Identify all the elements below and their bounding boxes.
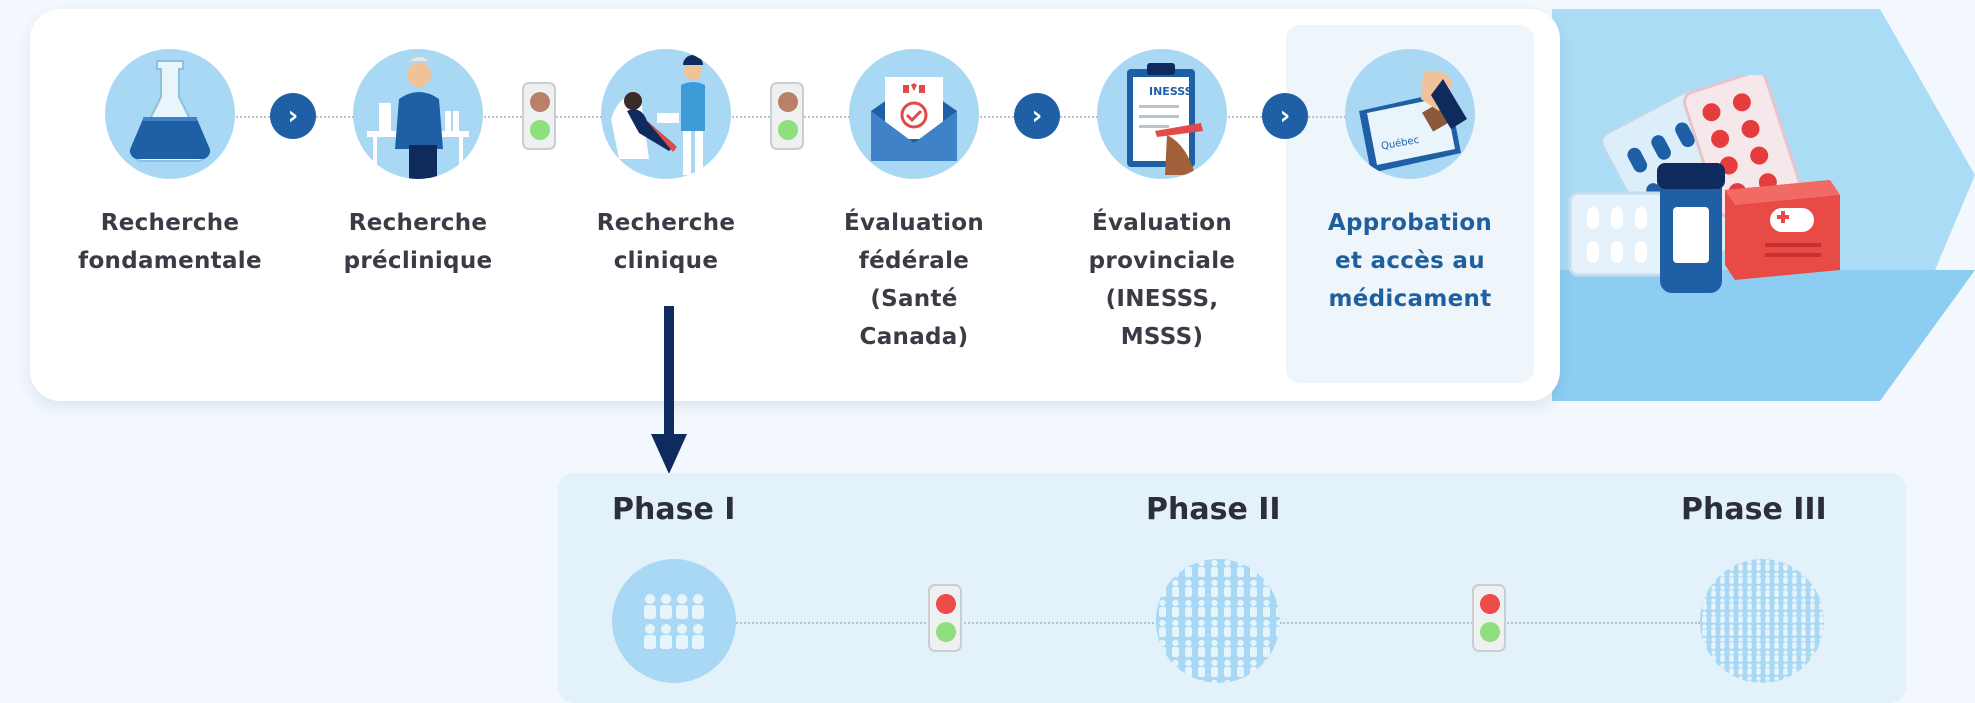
phase-title: Phase II bbox=[1146, 492, 1281, 527]
quebec-stamp-icon: Québec bbox=[1345, 49, 1475, 179]
traffic-light-icon bbox=[928, 584, 962, 652]
small-group-icon bbox=[612, 559, 736, 683]
canada-envelope-icon bbox=[849, 49, 979, 179]
medium-group-icon bbox=[1156, 559, 1280, 683]
chevron-right-icon: › bbox=[270, 93, 316, 139]
arrow-down-icon bbox=[651, 306, 687, 474]
inesss-logo-text: INESSS bbox=[1149, 85, 1193, 98]
patient-nurse-icon bbox=[601, 49, 731, 179]
chevron-right-icon: › bbox=[1014, 93, 1060, 139]
chevron-right-icon: › bbox=[1262, 93, 1308, 139]
traffic-light-icon bbox=[1472, 584, 1506, 652]
phase-title: Phase III bbox=[1681, 492, 1827, 527]
traffic-light-icon bbox=[770, 82, 804, 150]
flask-icon bbox=[105, 49, 235, 179]
traffic-light-icon bbox=[522, 82, 556, 150]
clipboard-signing-icon: INESSS bbox=[1097, 49, 1227, 179]
lab-researcher-icon bbox=[353, 49, 483, 179]
large-group-icon bbox=[1700, 559, 1824, 683]
phase-title: Phase I bbox=[612, 492, 736, 527]
medication-icon bbox=[1568, 75, 1840, 293]
